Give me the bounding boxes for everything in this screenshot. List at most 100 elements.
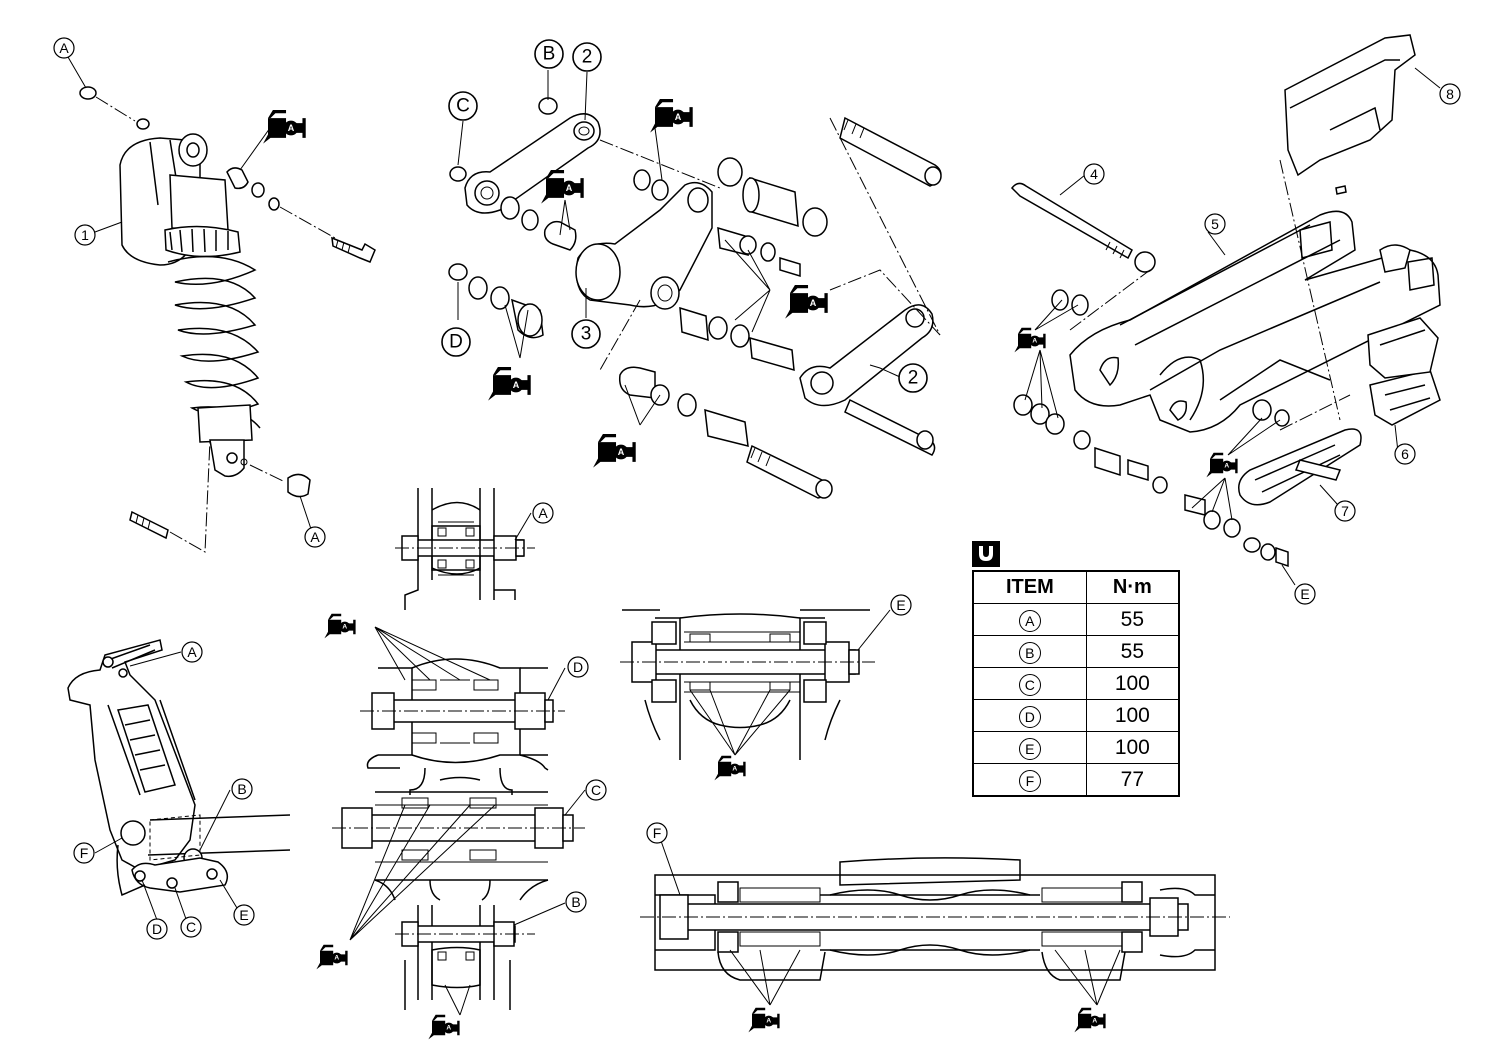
svg-text:D: D (152, 921, 162, 937)
callout-d-overview: D (146, 918, 168, 940)
svg-text:A: A (446, 1025, 451, 1032)
callout-f-overview: F (73, 842, 95, 864)
callout-c-overview: C (180, 916, 202, 938)
torque-table: ITEM N·m A 55 B 55 C 100 D 100 E 100 F 7… (972, 570, 1180, 797)
torque-item: E (972, 731, 1087, 764)
svg-text:7: 7 (1341, 503, 1349, 519)
torque-item: F (972, 763, 1087, 797)
svg-text:1: 1 (81, 227, 89, 243)
column-header-torque: N·m (1085, 570, 1180, 604)
callout-5: 5 (1204, 213, 1226, 235)
table-row: B 55 (972, 635, 1180, 668)
linkage-stack-section (332, 488, 585, 1010)
grease-symbol-icon: A (650, 98, 693, 133)
svg-text:2: 2 (908, 368, 919, 389)
svg-text:A: A (538, 505, 548, 521)
grease-symbol-icon: A (488, 366, 531, 401)
svg-text:F: F (653, 825, 662, 841)
svg-text:A: A (766, 1018, 771, 1025)
svg-text:D: D (573, 659, 583, 675)
table-row: F 77 (972, 763, 1180, 797)
grease-symbol-icon: A (748, 1007, 780, 1033)
torque-wrench-icon (972, 541, 1000, 567)
svg-text:A: A (334, 955, 339, 962)
svg-text:C: C (186, 919, 196, 935)
grease-symbol-icon: A (541, 169, 584, 204)
grease-symbol-icon: A (785, 284, 828, 319)
callout-a-shock-top: A (53, 37, 75, 59)
callout-4: 4 (1083, 163, 1105, 185)
svg-text:A: A (1032, 338, 1037, 345)
leader-lines (67, 56, 1441, 1016)
torque-value: 100 (1085, 731, 1180, 764)
callout-b-section: B (565, 891, 587, 913)
svg-text:F: F (80, 845, 89, 861)
callout-c-link: C (448, 91, 478, 121)
svg-text:A: A (187, 644, 197, 660)
svg-text:A: A (513, 380, 520, 390)
svg-text:D: D (449, 332, 463, 353)
callout-3: 3 (571, 319, 601, 349)
grease-symbol-icon: A (324, 613, 356, 639)
torque-item: C (972, 667, 1087, 700)
swingarm-pivot-section (640, 857, 1230, 981)
callout-e-swingarm: E (1294, 583, 1316, 605)
svg-text:A: A (59, 40, 69, 56)
swingarm-exploded (1011, 34, 1441, 568)
torque-item: B (972, 635, 1087, 668)
callout-f-section: F (646, 822, 668, 844)
svg-text:A: A (675, 112, 682, 122)
table-row: E 100 (972, 731, 1180, 764)
svg-text:2: 2 (582, 47, 593, 68)
torque-item: A (972, 603, 1087, 636)
callout-e-overview: E (233, 904, 255, 926)
svg-text:B: B (237, 781, 246, 797)
linkage-exploded (448, 97, 942, 499)
svg-text:A: A (1224, 463, 1229, 470)
svg-text:A: A (566, 183, 573, 193)
callout-e-section: E (890, 594, 912, 616)
column-header-item: ITEM (972, 570, 1087, 604)
table-row: C 100 (972, 667, 1180, 700)
torque-value: 100 (1085, 667, 1180, 700)
callout-d-link: D (441, 327, 471, 357)
svg-text:B: B (571, 894, 580, 910)
grease-symbol-icon: A (1014, 327, 1046, 353)
callout-8: 8 (1439, 83, 1461, 105)
torque-item: D (972, 699, 1087, 732)
callout-b-overview: B (231, 778, 253, 800)
grease-symbol-icon: A (593, 433, 636, 468)
svg-text:E: E (1300, 586, 1309, 602)
svg-text:3: 3 (581, 324, 592, 345)
grease-symbol-icon: A (316, 944, 348, 970)
callout-a-shock-bottom: A (304, 526, 326, 548)
grease-symbol-icon: A (428, 1014, 460, 1040)
svg-text:A: A (618, 447, 625, 457)
torque-value: 55 (1085, 635, 1180, 668)
svg-text:A: A (1092, 1018, 1097, 1025)
callout-b-link: B (534, 39, 564, 69)
svg-text:8: 8 (1446, 86, 1454, 102)
callout-c-section: C (585, 779, 607, 801)
grease-symbol-icon: A (1206, 452, 1238, 478)
svg-text:E: E (896, 597, 905, 613)
svg-text:A: A (732, 766, 737, 773)
svg-text:A: A (288, 123, 295, 133)
callout-1: 1 (74, 224, 96, 246)
callout-2-bottom: 2 (898, 363, 928, 393)
shock-absorber (79, 86, 376, 553)
grease-symbol-icon: A (263, 109, 306, 144)
callout-a-section: A (532, 502, 554, 524)
torque-value: 77 (1085, 763, 1180, 797)
svg-text:A: A (310, 529, 320, 545)
table-row: A 55 (972, 603, 1180, 636)
relay-arm-pivot-section (620, 609, 875, 760)
svg-text:A: A (342, 624, 347, 631)
callout-7: 7 (1334, 500, 1356, 522)
linkage-overview-section (67, 639, 291, 897)
svg-text:C: C (591, 782, 601, 798)
grease-symbol-icon: A (1074, 1007, 1106, 1033)
svg-text:E: E (239, 907, 248, 923)
callout-6: 6 (1394, 443, 1416, 465)
